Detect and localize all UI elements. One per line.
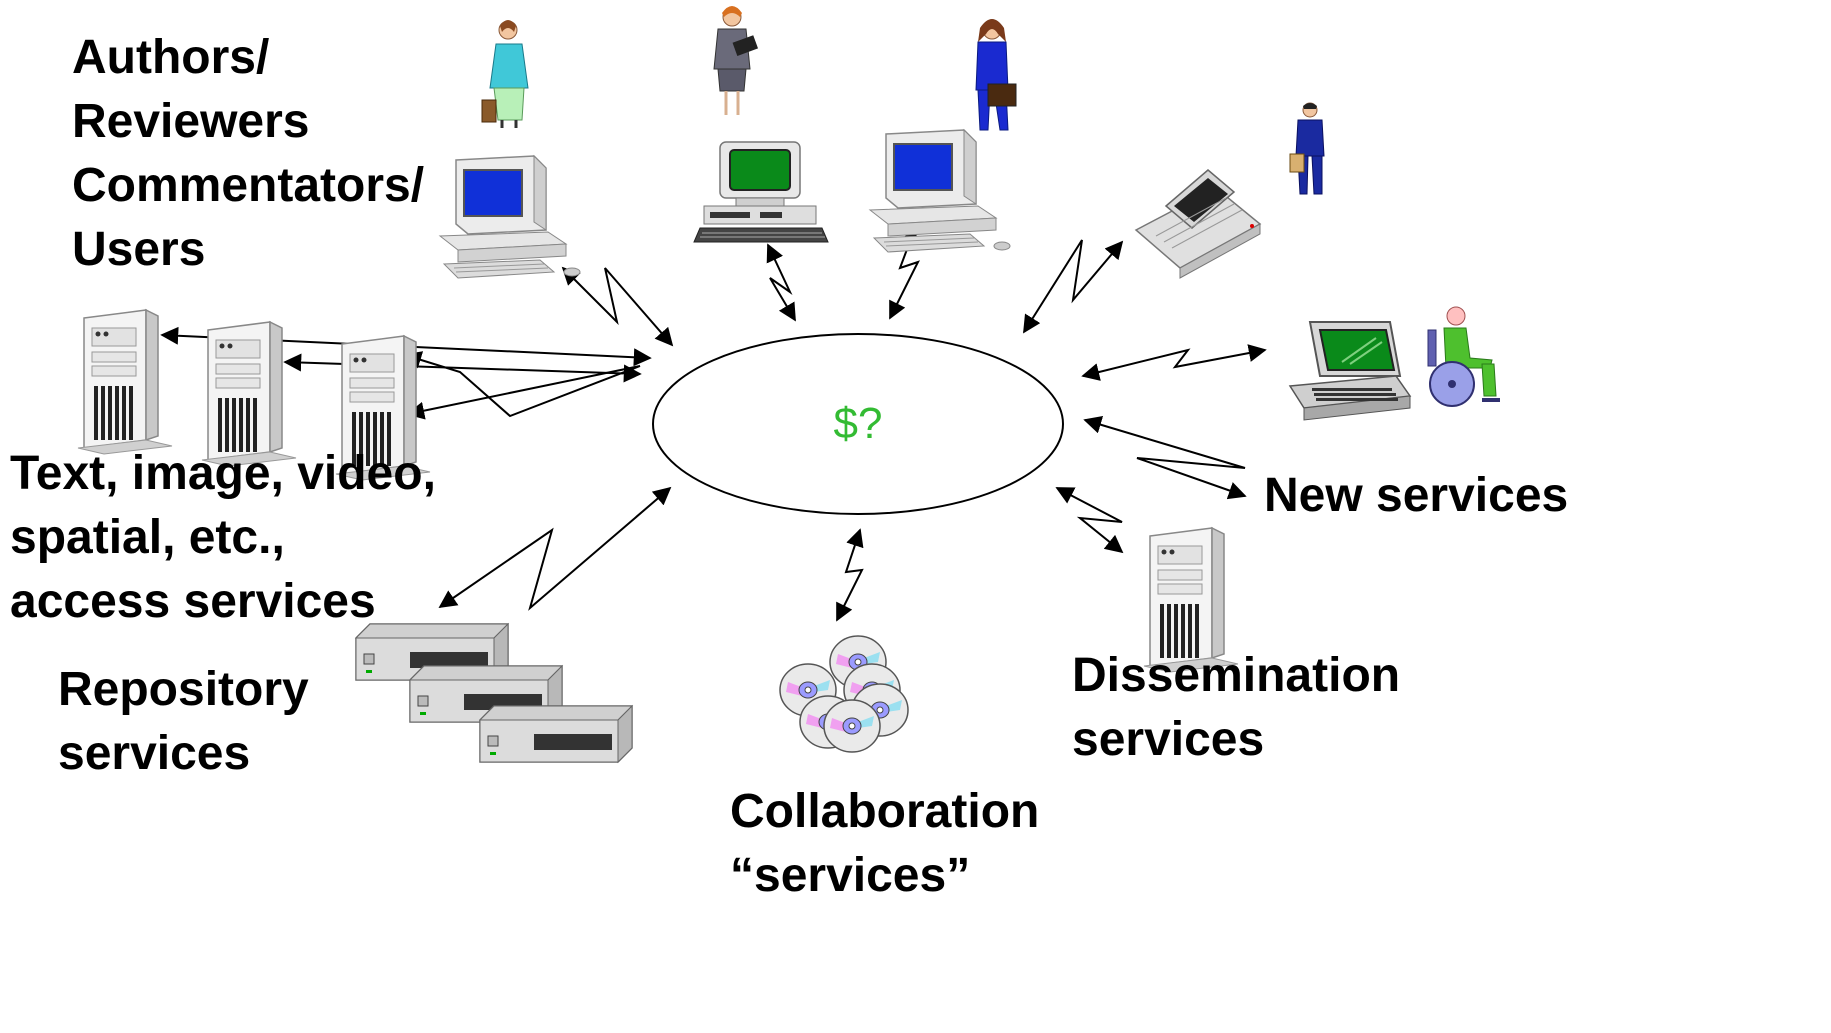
users-label-line: Users: [72, 223, 206, 276]
users-label-line: Reviewers: [72, 95, 310, 148]
desktop-computer-icon: [439, 155, 581, 279]
access-label-line: Text, image, video,: [10, 447, 436, 500]
repository-label-line: services: [58, 727, 251, 780]
repository-label-line: Repository: [58, 663, 309, 716]
woman-blue-suit-icon: [975, 19, 1017, 131]
access-label-line: spatial, etc.,: [10, 511, 285, 564]
users-label-line: Authors/: [72, 31, 270, 84]
dissemination-label-line: Dissemination: [1072, 649, 1401, 702]
arrow-laptop-green: [1081, 344, 1267, 381]
wheelchair-user-icon: [1427, 306, 1500, 407]
arrow-new-services: [1083, 416, 1247, 500]
disk-drive-icon-3: [479, 705, 633, 763]
laptop-green-icon: [1289, 321, 1411, 421]
central-hub-ellipse: [652, 333, 1064, 515]
arrow-laptop-top: [1023, 239, 1124, 334]
central-hub-label: $?: [834, 399, 883, 448]
man-blue-suit-icon: [1289, 102, 1325, 195]
woman-grey-suit-icon: [713, 6, 759, 115]
access-label-line: access services: [10, 575, 376, 628]
woman-teal-icon: [481, 20, 529, 128]
laptop-computer-icon: [1135, 169, 1261, 279]
terminal-computer-icon: [693, 141, 829, 243]
new-services-label-line: New services: [1264, 469, 1569, 522]
users-label-line: Commentators/: [72, 159, 425, 212]
arrow-terminal: [766, 243, 796, 322]
collaboration-label-line: “services”: [730, 849, 971, 902]
tower-server-icon-1: [77, 309, 173, 455]
arrow-server-3: [403, 351, 641, 420]
arrow-dissemination: [1055, 487, 1124, 554]
arrow-server-2: [283, 353, 642, 383]
collaboration-label-line: Collaboration: [730, 785, 1040, 838]
arrow-collaboration: [836, 528, 864, 622]
access-services-label: Text, image, video, spatial, etc., acces…: [10, 442, 436, 634]
new-services-label: New services: [1264, 464, 1568, 528]
cd-stack-icon: [779, 635, 909, 753]
arrow-teal-woman: [561, 266, 674, 347]
arrow-repository: [438, 486, 672, 611]
repository-services-label: Repository services: [58, 658, 309, 786]
users-label: Authors/ Reviewers Commentators/ Users: [72, 26, 424, 282]
dissemination-services-label: Dissemination services: [1072, 644, 1400, 772]
dissemination-label-line: services: [1072, 713, 1265, 766]
desktop-computer-icon-2: [869, 129, 1011, 253]
collaboration-services-label: Collaboration “services”: [730, 780, 1039, 908]
